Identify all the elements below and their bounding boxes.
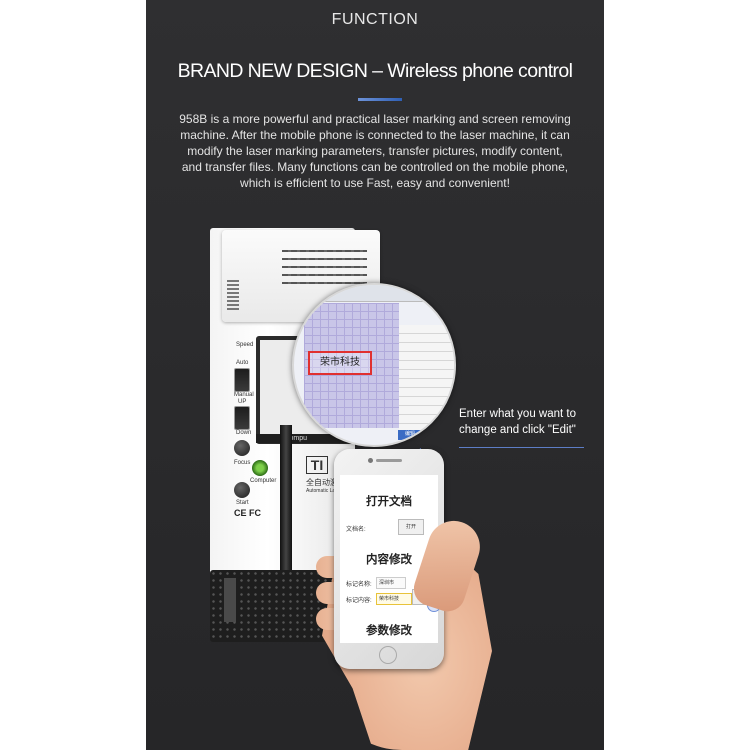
vent-slot [282,274,367,276]
focus-label: Focus [234,460,251,466]
home-button[interactable] [379,646,397,664]
callout-line-1: Enter what you want to [459,408,576,420]
start-button[interactable] [234,482,250,498]
headline-underline [358,98,402,101]
mark-name-label: 标记名称: [346,582,372,588]
logo-mark: TI [306,456,328,474]
focus-button[interactable] [234,440,250,456]
callout-text: Enter what you want to change and click … [459,406,599,438]
start-label: Start [236,500,249,506]
logo-en: Automatic Las [306,488,338,494]
phone-speaker [376,459,402,462]
product-poster: FUNCTION BRAND NEW DESIGN – Wireless pho… [146,0,604,750]
mark-content-label: 标记内容: [346,598,372,604]
mark-name-field[interactable]: 深圳市 [376,577,406,589]
mark-content-field[interactable]: 荣市科技 [376,593,412,605]
certification-marks: CE FC [234,508,261,518]
headline: BRAND NEW DESIGN – Wireless phone contro… [177,60,573,82]
speed-label: Speed [236,342,254,348]
computer-label: Computer [250,478,277,484]
phone-camera [368,458,373,463]
power-icon[interactable] [252,460,268,476]
side-vent [227,280,239,310]
open-button[interactable]: 打开 [398,519,424,535]
canvas-grid [304,303,399,428]
vent-slot [282,266,367,268]
description-paragraph: 958B is a more powerful and practical la… [179,112,571,190]
param-edit-heading: 参数修改 [366,625,412,637]
machine-screen-bar: compu [256,434,359,443]
logo-cn: 全自动激 [306,478,338,487]
content-edit-heading: 内容修改 [366,554,412,566]
up-down-switch[interactable] [234,406,250,430]
software-toolbar [294,285,454,302]
software-magnifier: 荣市科技 编辑 [292,283,456,447]
file-name-label: 文档名: [346,527,366,533]
section-label: FUNCTION [331,11,419,28]
auto-label: Auto [236,360,249,366]
base-rail [224,578,236,622]
open-file-heading: 打开文档 [366,496,412,508]
callout-line-2: change and click "Edit" [459,424,576,436]
down-label: Down [236,430,252,436]
vent-slot [282,250,367,252]
vent-slot [282,282,367,284]
auto-manual-switch[interactable] [234,368,250,392]
vent-slot [282,258,367,260]
manual-label: Manual [234,392,254,398]
up-label: UP [238,399,247,405]
edit-tab: 编辑 [398,430,422,440]
properties-panel [399,325,454,435]
mark-text-box: 荣市科技 [308,351,372,375]
machine-logo: TI 全自动激 Automatic Las [306,456,354,528]
callout-leader-horizontal [459,447,584,448]
